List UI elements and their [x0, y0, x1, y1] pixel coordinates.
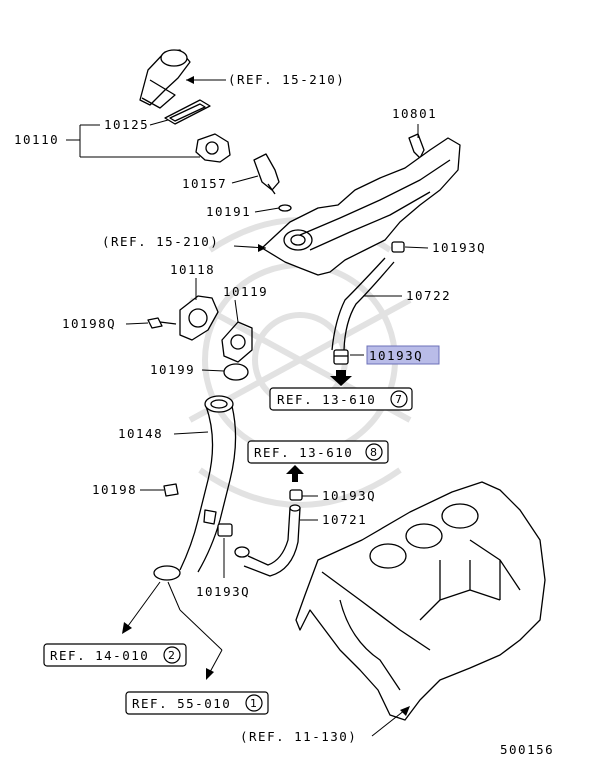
hose-clamp-a[interactable] — [391, 241, 405, 253]
bolt-10198q[interactable] — [147, 317, 177, 329]
label-10118[interactable]: 10118 — [170, 262, 215, 277]
label-10199[interactable]: 10199 — [150, 362, 195, 377]
hose-clamp-d[interactable] — [217, 523, 250, 558]
label-10157[interactable]: 10157 — [182, 176, 227, 191]
gasket-10125[interactable] — [164, 99, 211, 125]
hose-clamp-c[interactable] — [289, 489, 303, 501]
label-10721[interactable]: 10721 — [322, 512, 367, 527]
o-ring-10199[interactable] — [223, 363, 249, 381]
ref-13-610-7-box[interactable]: REF. 13-610 7 — [269, 387, 413, 411]
label-10193q-d[interactable]: 10193Q — [196, 584, 250, 599]
water-outlet-housing[interactable] — [261, 137, 461, 276]
o-ring-10191[interactable] — [278, 204, 292, 212]
leader-lines — [66, 76, 429, 737]
ref-13-610-7-label: REF. 13-610 — [277, 392, 376, 407]
label-10191[interactable]: 10191 — [206, 204, 251, 219]
thermostat[interactable] — [195, 133, 231, 163]
water-pipe-10148[interactable] — [153, 395, 237, 581]
label-10193q-b[interactable]: 10193Q — [369, 348, 423, 363]
label-10722[interactable]: 10722 — [406, 288, 451, 303]
hose-10721[interactable] — [243, 504, 301, 577]
arrow-up-ref8 — [286, 465, 304, 482]
label-10119[interactable]: 10119 — [223, 284, 268, 299]
hose-10722[interactable] — [331, 257, 395, 351]
label-10193q-c[interactable]: 10193Q — [322, 488, 376, 503]
sensor-10801[interactable] — [408, 133, 425, 159]
ref-55-010-num: 1 — [250, 697, 257, 710]
diagram-code: 500156 — [500, 742, 554, 757]
water-inlet-fitting[interactable] — [139, 49, 191, 109]
ref-14-010-label: REF. 14-010 — [50, 648, 149, 663]
water-pipe-flange[interactable] — [179, 295, 219, 341]
ref-14-010-box[interactable]: REF. 14-010 2 — [43, 643, 187, 667]
sensor-10157[interactable] — [253, 153, 280, 195]
ref-13-610-8-label: REF. 13-610 — [254, 445, 353, 460]
ref-15-210-top[interactable]: (REF. 15-210) — [228, 72, 345, 87]
ref-14-010-num: 2 — [168, 649, 175, 662]
arrow-down-ref7 — [330, 370, 352, 386]
ref-13-610-7-num: 7 — [395, 393, 402, 406]
label-10125[interactable]: 10125 — [104, 117, 149, 132]
ref-15-210-mid[interactable]: (REF. 15-210) — [102, 234, 219, 249]
label-10801[interactable]: 10801 — [392, 106, 437, 121]
ref-13-610-8-num: 8 — [370, 446, 377, 459]
label-10198q[interactable]: 10198Q — [62, 316, 116, 331]
engine-block[interactable] — [295, 481, 546, 721]
part-labels: (REF. 15-210) 10110 10125 10157 10191 10… — [14, 72, 554, 757]
label-10148[interactable]: 10148 — [118, 426, 163, 441]
highlight-10193q-b — [366, 345, 440, 365]
ref-13-610-8-box[interactable]: REF. 13-610 8 — [247, 440, 389, 464]
bolt-10198[interactable] — [163, 483, 179, 497]
ref-55-010-label: REF. 55-010 — [132, 696, 231, 711]
hose-clamp-b[interactable] — [333, 349, 349, 365]
ref-55-010-box[interactable]: REF. 55-010 1 — [125, 691, 269, 715]
label-10110[interactable]: 10110 — [14, 132, 59, 147]
label-10193q-a[interactable]: 10193Q — [432, 240, 486, 255]
label-10198[interactable]: 10198 — [92, 482, 137, 497]
ref-11-130[interactable]: (REF. 11-130) — [240, 729, 357, 744]
